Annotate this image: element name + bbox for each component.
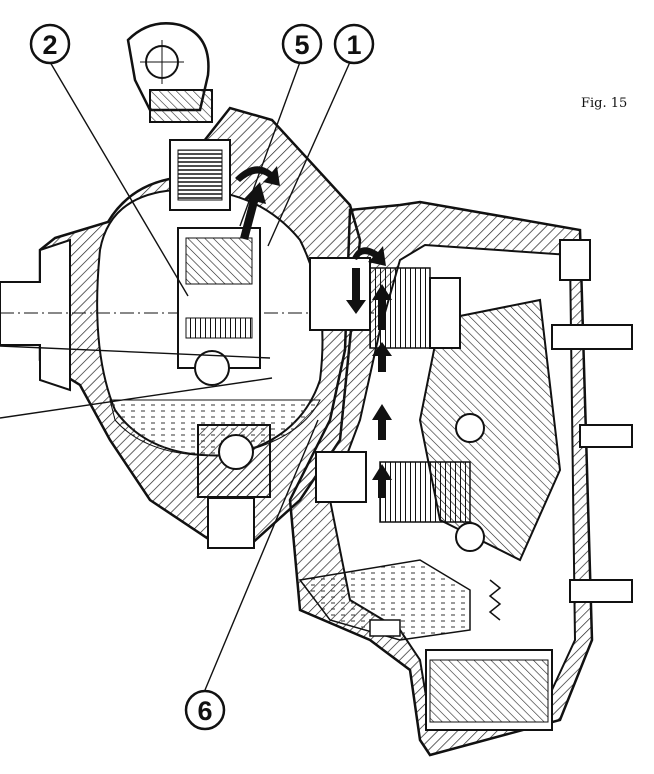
callout-6: 6 — [184, 689, 226, 731]
flow-arrow-curve-clutch — [352, 246, 386, 266]
flow-arrow-clutch-1 — [372, 284, 392, 330]
callout-2: 2 — [29, 23, 71, 65]
callout-1: 1 — [333, 23, 375, 65]
svg-text:5: 5 — [294, 30, 309, 60]
flow-arrow-up — [240, 182, 266, 240]
mounting-eye — [126, 22, 213, 123]
flow-arrow-clutch-4 — [372, 464, 392, 498]
lower-bearing — [197, 424, 271, 549]
figure-caption: Fig. 15 — [581, 96, 628, 111]
clutch-pack-lower — [315, 413, 485, 552]
svg-text:6: 6 — [197, 696, 212, 726]
oil-sump — [298, 559, 553, 731]
svg-text:2: 2 — [42, 30, 57, 60]
svg-text:1: 1 — [346, 30, 361, 60]
flow-arrow-curve-top — [235, 166, 280, 186]
input-shaft — [0, 238, 430, 392]
leader-lines — [0, 61, 351, 691]
flow-arrow-clutch-2 — [372, 342, 392, 372]
flow-arrow-clutch-3 — [372, 404, 392, 440]
callout-5: 5 — [281, 23, 323, 65]
oil-flow-arrows — [235, 166, 392, 498]
flow-arrow-down — [346, 268, 366, 314]
ring-gear — [177, 227, 261, 386]
